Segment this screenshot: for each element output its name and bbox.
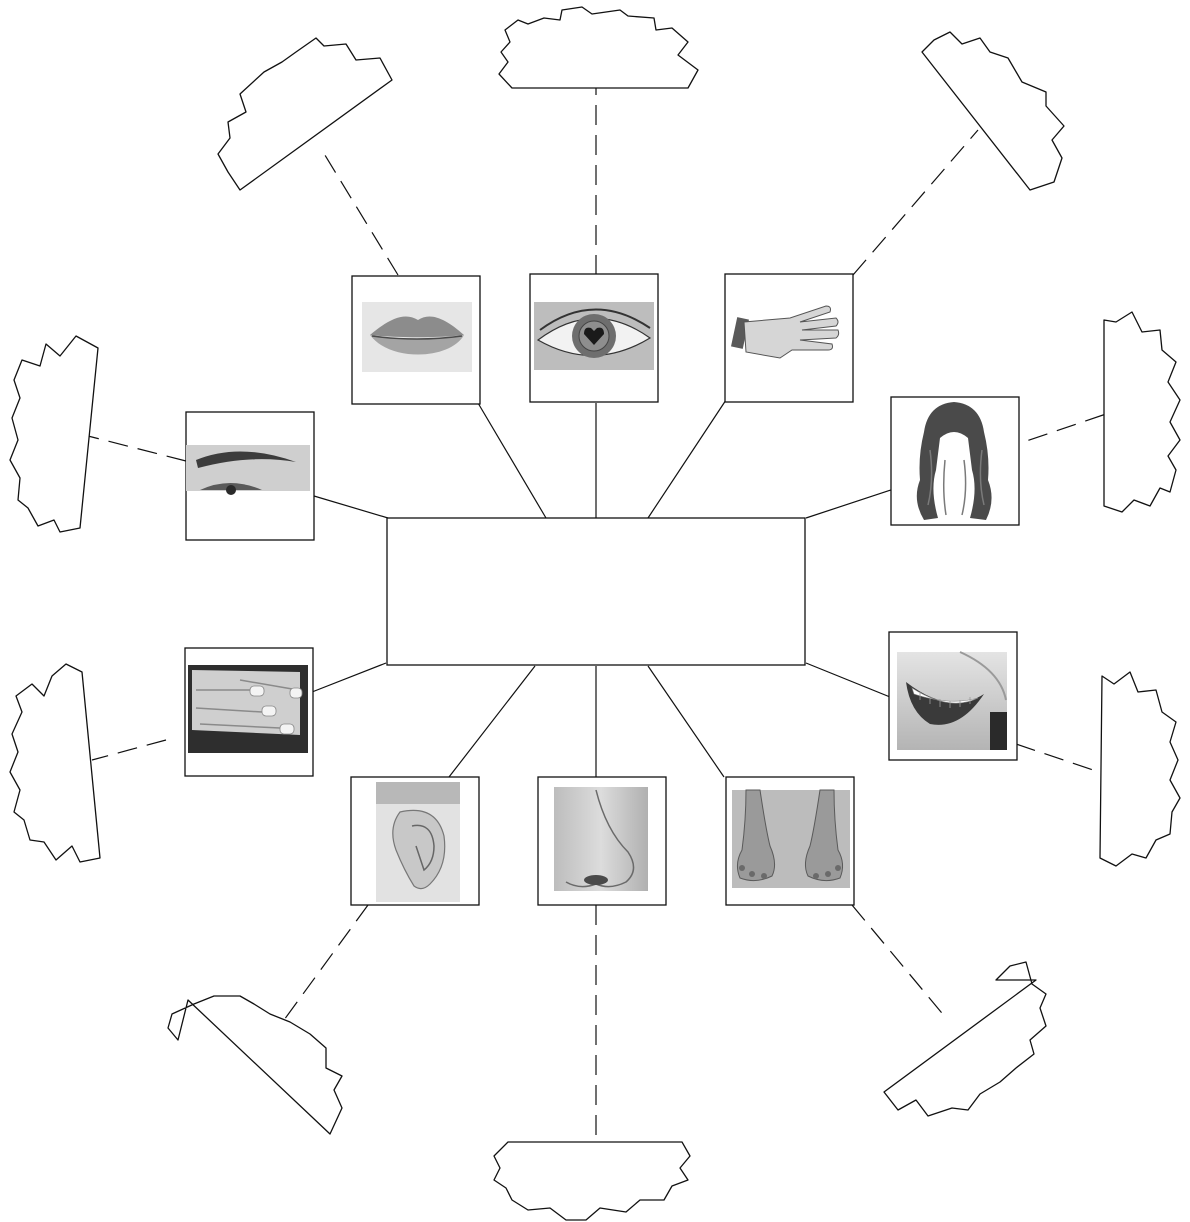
- link-ear: [448, 665, 536, 778]
- photo-box-feet[interactable]: [725, 776, 855, 906]
- photo-box-lips[interactable]: [351, 275, 481, 405]
- cloud-right-lower[interactable]: [1099, 671, 1181, 867]
- link-lips: [477, 402, 547, 519]
- dash-teeth: [1015, 743, 1103, 774]
- cloud-bottom-centre[interactable]: [493, 1141, 691, 1221]
- photo-box-teeth[interactable]: [888, 631, 1018, 761]
- cloud-top-right[interactable]: [921, 31, 1065, 191]
- photo-box-nose[interactable]: [537, 776, 667, 906]
- eyebrow-icon: [186, 445, 310, 495]
- cloud-top[interactable]: [498, 6, 699, 89]
- photo-box-ear[interactable]: [350, 776, 480, 906]
- cloud-left-upper[interactable]: [9, 335, 99, 533]
- answer-clouds: [9, 6, 1181, 1221]
- feet-icon: [732, 789, 850, 888]
- ear-icon: [376, 782, 460, 902]
- dash-lips: [319, 146, 399, 276]
- photo-box-eye[interactable]: [529, 273, 659, 403]
- cloud-top-left[interactable]: [217, 37, 393, 191]
- link-nails: [311, 662, 387, 693]
- cloud-left-lower[interactable]: [9, 663, 101, 863]
- cloud-bottom-right[interactable]: [883, 961, 1047, 1117]
- teeth-icon: [897, 651, 1007, 750]
- dash-ear: [283, 904, 369, 1021]
- photo-box-eyebrow[interactable]: [185, 411, 315, 541]
- dash-eyebrow: [87, 435, 187, 462]
- center-box[interactable]: [386, 517, 806, 666]
- photo-box-hair[interactable]: [890, 396, 1020, 526]
- link-eyebrow: [313, 495, 389, 519]
- nose-icon: [554, 787, 648, 891]
- cloud-bottom-left[interactable]: [167, 995, 343, 1135]
- photo-box-hand[interactable]: [724, 273, 854, 403]
- dash-feet: [851, 904, 947, 1019]
- hair-icon: [916, 402, 992, 520]
- lips-icon: [362, 302, 472, 372]
- link-hand: [647, 399, 727, 519]
- photo-box-nails[interactable]: [184, 647, 314, 777]
- eye-icon: [534, 302, 654, 370]
- dash-nails: [91, 739, 167, 761]
- link-teeth: [805, 662, 891, 698]
- dash-hand: [852, 129, 979, 276]
- link-feet: [647, 665, 725, 778]
- fingernails-icon: [188, 665, 308, 753]
- cloud-right-upper[interactable]: [1103, 311, 1181, 513]
- hand-icon: [731, 305, 840, 359]
